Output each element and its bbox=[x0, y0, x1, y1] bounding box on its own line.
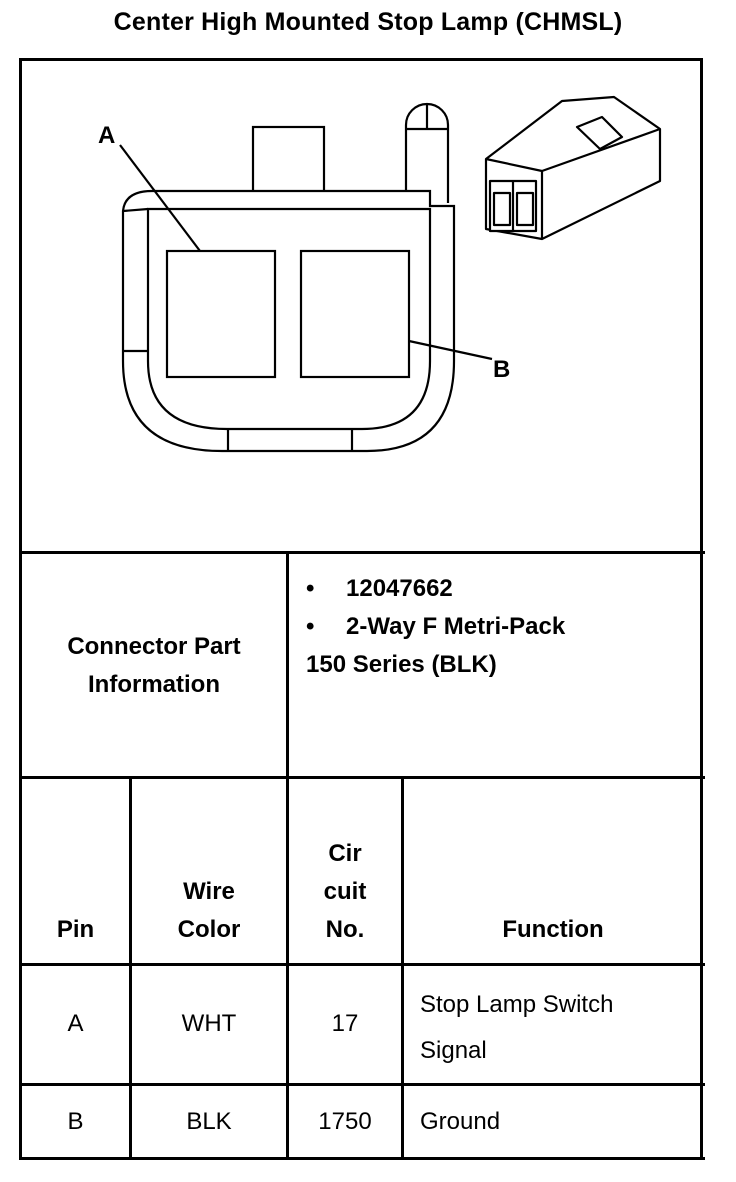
header-circuit: Cir cuit No. bbox=[323, 840, 367, 943]
bullet-icon: • bbox=[306, 613, 315, 640]
connector-diagram: A B bbox=[98, 95, 662, 453]
header-wire-color: Wire Color bbox=[177, 878, 241, 943]
row-a-pin: A bbox=[67, 1010, 84, 1037]
part-number: 12047662 bbox=[346, 575, 453, 602]
pin-a-callout: A bbox=[98, 122, 115, 149]
header-function: Function bbox=[502, 916, 604, 943]
column-divider-3 bbox=[401, 776, 404, 1159]
row-b-circuit: 1750 bbox=[318, 1108, 372, 1135]
divider-header-row bbox=[19, 963, 705, 966]
column-divider-2 bbox=[286, 551, 289, 1159]
page-title: Center High Mounted Stop Lamp (CHMSL) bbox=[113, 8, 623, 36]
divider-bottom bbox=[19, 1157, 705, 1160]
divider-row-a bbox=[19, 1083, 705, 1086]
row-a-wire-color: WHT bbox=[181, 1010, 237, 1037]
column-divider-1 bbox=[129, 776, 132, 1159]
header-pin: Pin bbox=[56, 916, 95, 943]
divider-connector-info bbox=[19, 776, 705, 779]
divider-diagram bbox=[19, 551, 705, 554]
part-number-item: • 12047662 bbox=[306, 570, 696, 608]
row-a-circuit: 17 bbox=[331, 1010, 359, 1037]
row-b-wire-color: BLK bbox=[186, 1108, 232, 1135]
connector-series: 150 Series (BLK) bbox=[306, 651, 497, 678]
connector-info-details: • 12047662 • 2-Way F Metri-Pack 150 Seri… bbox=[306, 570, 696, 684]
row-a-function: Stop Lamp Switch Signal bbox=[420, 991, 614, 1064]
row-b-pin: B bbox=[67, 1108, 84, 1135]
connector-type-item: • 2-Way F Metri-Pack bbox=[306, 608, 696, 646]
connector-info-header: Connector Part Information bbox=[67, 633, 241, 698]
row-b-function: Ground bbox=[420, 1108, 501, 1135]
connector-type: 2-Way F Metri-Pack bbox=[346, 613, 566, 640]
bullet-icon: • bbox=[306, 575, 315, 602]
pin-b-callout: B bbox=[493, 356, 510, 383]
table-frame bbox=[19, 58, 703, 1159]
